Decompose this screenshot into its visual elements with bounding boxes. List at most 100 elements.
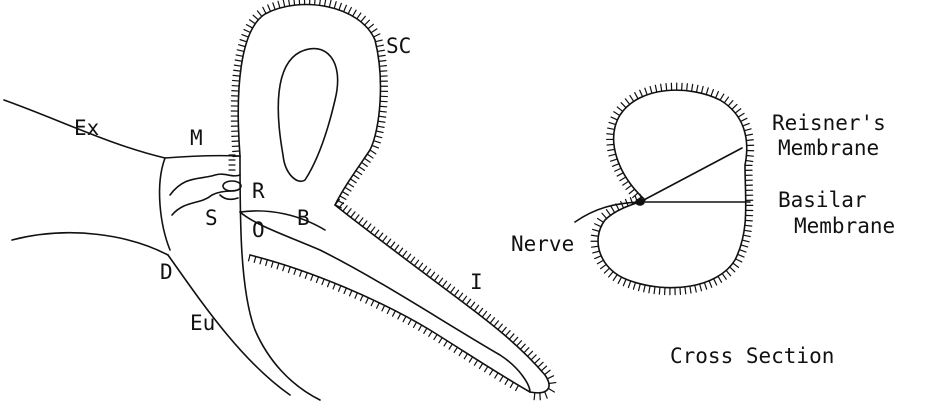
hatch-mark bbox=[357, 13, 361, 19]
hatch-mark bbox=[611, 207, 615, 213]
hatch-mark bbox=[464, 354, 467, 359]
hatch-mark bbox=[745, 225, 752, 226]
hatch-mark bbox=[474, 360, 477, 365]
hatch-mark bbox=[343, 206, 347, 212]
hatch-mark bbox=[278, 1, 280, 8]
hatch-mark bbox=[502, 327, 507, 332]
label-reisners-1: Reisner's bbox=[772, 113, 886, 134]
hatch-mark bbox=[516, 385, 519, 390]
hatch-mark bbox=[524, 348, 529, 353]
hatch-mark bbox=[339, 3, 341, 10]
hatch-mark bbox=[353, 175, 359, 179]
hatch-mark bbox=[454, 347, 457, 352]
hatch-mark bbox=[234, 70, 241, 71]
label-cross-section: Cross Section bbox=[670, 346, 834, 367]
hatch-mark bbox=[430, 272, 434, 278]
hatch-mark bbox=[294, 269, 296, 275]
hatch-mark bbox=[367, 154, 373, 158]
label-b: B bbox=[297, 208, 310, 229]
hatch-mark bbox=[650, 87, 652, 94]
hatch-mark bbox=[378, 121, 385, 122]
hatch-mark bbox=[232, 86, 239, 87]
hatch-mark bbox=[709, 281, 712, 287]
hatch-mark bbox=[360, 295, 362, 300]
hatch-mark bbox=[376, 131, 383, 133]
hatch-mark bbox=[598, 218, 604, 222]
hatch-mark bbox=[348, 183, 354, 187]
hatch-mark bbox=[322, 279, 324, 285]
hatch-mark bbox=[478, 308, 482, 314]
hatch-mark bbox=[639, 284, 641, 291]
hatch-mark bbox=[728, 101, 733, 106]
hatch-mark bbox=[240, 40, 247, 42]
hatch-mark bbox=[630, 96, 634, 102]
hatch-mark bbox=[505, 379, 508, 384]
hatch-mark bbox=[379, 61, 386, 62]
hatch-mark bbox=[548, 388, 554, 392]
hatch-mark bbox=[350, 290, 352, 296]
hatch-mark bbox=[315, 0, 316, 5]
hatch-mark bbox=[733, 263, 739, 267]
hatch-mark bbox=[347, 209, 351, 215]
hatch-mark bbox=[379, 111, 386, 112]
hatch-mark bbox=[490, 370, 493, 375]
hatch-mark bbox=[364, 158, 370, 162]
hatch-mark bbox=[604, 268, 609, 273]
hatch-mark bbox=[701, 86, 703, 93]
hatch-mark bbox=[626, 185, 632, 189]
hatch-mark bbox=[340, 196, 346, 199]
hatch-mark bbox=[344, 5, 347, 11]
hatch-mark bbox=[247, 25, 253, 28]
hatch-mark bbox=[746, 140, 753, 141]
hatch-mark bbox=[520, 344, 525, 349]
hatch-mark bbox=[474, 305, 478, 311]
hatch-mark bbox=[739, 250, 746, 252]
eustachian-upper bbox=[168, 255, 290, 395]
hatch-mark bbox=[595, 224, 601, 227]
hatch-mark bbox=[462, 296, 466, 302]
hatch-mark bbox=[419, 325, 422, 330]
hatch-mark bbox=[345, 187, 351, 191]
hatch-mark bbox=[644, 285, 645, 292]
hatch-mark bbox=[541, 366, 546, 371]
hatch-mark bbox=[429, 331, 432, 336]
hatch-mark bbox=[470, 302, 474, 308]
hatch-mark bbox=[353, 10, 357, 16]
label-eu: Eu bbox=[190, 313, 215, 334]
hatch-mark bbox=[601, 264, 607, 268]
hatch-mark bbox=[500, 376, 503, 381]
hatch-mark bbox=[359, 166, 365, 170]
hatch-mark bbox=[377, 50, 384, 51]
hatch-mark bbox=[320, 0, 321, 5]
hatch-mark bbox=[378, 233, 382, 239]
hatch-mark bbox=[289, 0, 290, 6]
hatch-mark bbox=[613, 275, 617, 281]
hatch-mark bbox=[268, 5, 271, 11]
hatch-mark bbox=[350, 179, 356, 183]
hatch-mark bbox=[498, 324, 502, 329]
hatch-mark bbox=[482, 311, 486, 317]
hatch-mark bbox=[654, 287, 655, 294]
hatch-mark bbox=[244, 30, 250, 33]
label-m: M bbox=[190, 128, 203, 149]
cross-section-outline bbox=[598, 90, 747, 288]
hatch-mark bbox=[334, 2, 336, 9]
hatch-mark bbox=[375, 40, 382, 42]
hatch-mark bbox=[479, 363, 482, 368]
hatch-mark bbox=[597, 260, 603, 263]
hatch-mark bbox=[485, 367, 488, 372]
hatch-mark bbox=[426, 269, 430, 275]
hatch-mark bbox=[466, 299, 470, 305]
hatch-mark bbox=[371, 300, 374, 305]
hatch-mark bbox=[398, 248, 402, 254]
hatch-mark bbox=[414, 260, 418, 266]
hatch-mark bbox=[454, 290, 458, 296]
hatch-mark bbox=[370, 150, 376, 154]
hatch-mark bbox=[613, 164, 619, 167]
hatch-mark bbox=[378, 55, 385, 56]
hatch-mark bbox=[593, 251, 600, 253]
hatch-mark bbox=[288, 267, 290, 273]
hatch-mark bbox=[377, 303, 380, 308]
hatch-mark bbox=[348, 8, 351, 14]
hatch-mark bbox=[374, 34, 380, 37]
